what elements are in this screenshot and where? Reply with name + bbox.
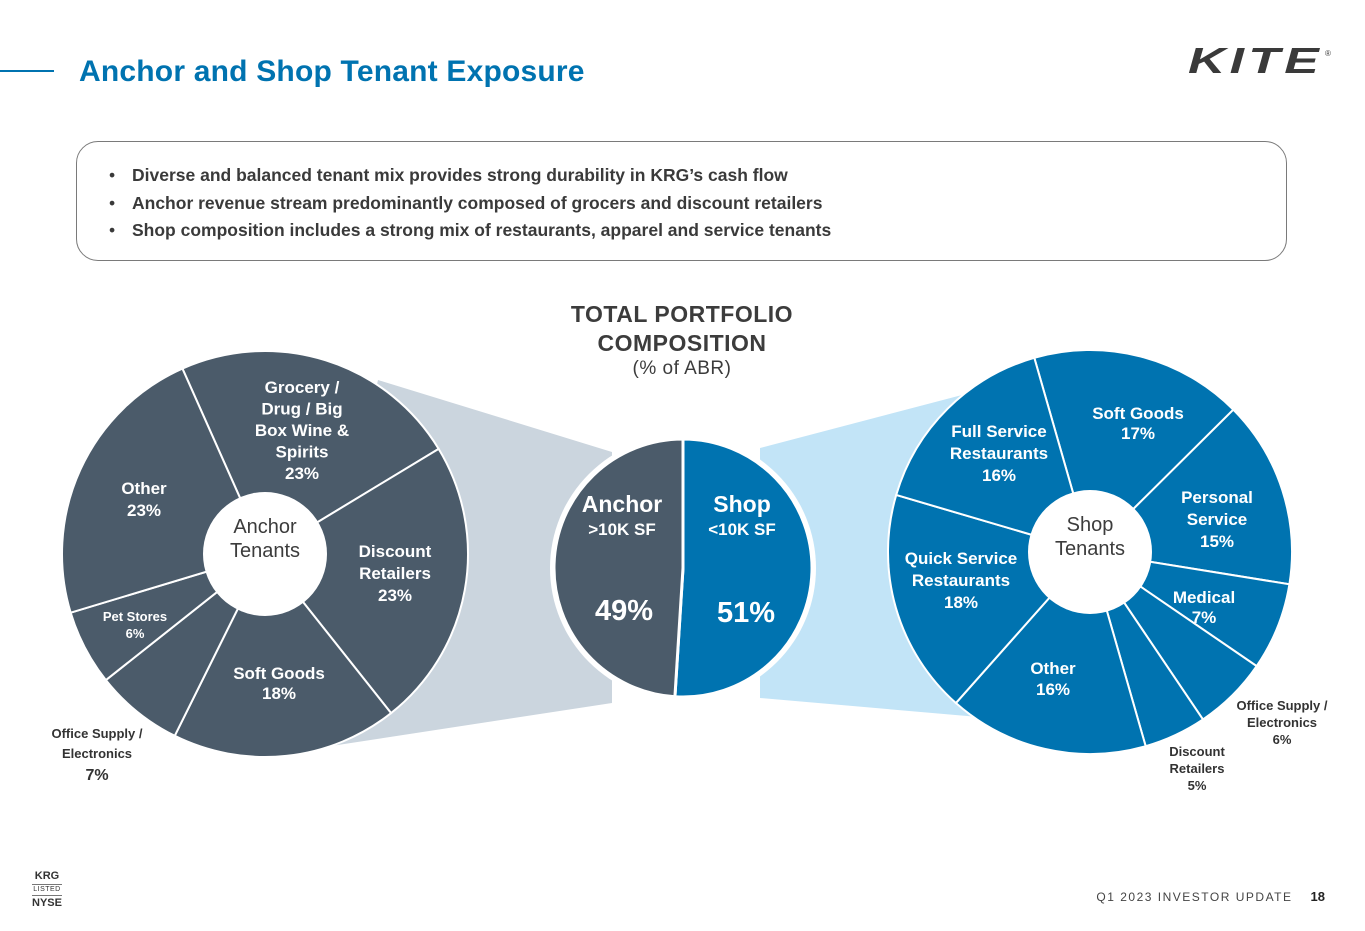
kite-logo: KITE ® bbox=[1188, 42, 1331, 78]
chart-title-line2: COMPOSITION bbox=[597, 330, 767, 356]
total-pie-slice-anchor bbox=[552, 437, 685, 699]
footer-doc: Q1 2023 INVESTOR UPDATE 18 bbox=[1096, 889, 1325, 904]
doc-name: Q1 2023 INVESTOR UPDATE bbox=[1096, 890, 1293, 904]
anchor-pie-slice-2 bbox=[173, 552, 393, 758]
total-shop-sublabel: <10K SF bbox=[708, 520, 776, 539]
total-anchor-value: 49% bbox=[595, 595, 653, 627]
chart-title: TOTAL PORTFOLIO COMPOSITION bbox=[532, 300, 832, 358]
anchor-pie-label-3: Office Supply /Electronics bbox=[51, 726, 142, 761]
logo-wordmark: KITE bbox=[1188, 42, 1323, 78]
shop-pie-center-hole bbox=[1028, 490, 1152, 614]
anchor-pie-value-3: 7% bbox=[85, 767, 108, 784]
key-point: Shop composition includes a strong mix o… bbox=[107, 217, 1286, 245]
total-anchor-sublabel: >10K SF bbox=[588, 520, 656, 539]
total-anchor-name: Anchor bbox=[582, 491, 663, 517]
listing-badge: KRG LISTED NYSE bbox=[31, 870, 63, 910]
key-point: Anchor revenue stream predominantly comp… bbox=[107, 190, 1286, 218]
key-point: Diverse and balanced tenant mix provides… bbox=[107, 162, 1286, 190]
title-accent-line bbox=[0, 70, 54, 72]
chart-title-line1: TOTAL PORTFOLIO bbox=[570, 301, 794, 327]
total-pie-slice-shop bbox=[673, 437, 814, 699]
ticker-symbol: KRG bbox=[34, 870, 60, 882]
chart-subtitle: (% of ABR) bbox=[632, 358, 732, 379]
key-points-box: Diverse and balanced tenant mix provides… bbox=[76, 141, 1287, 261]
total-shop-name: Shop bbox=[713, 491, 771, 517]
page-title: Anchor and Shop Tenant Exposure bbox=[79, 55, 585, 88]
listed-label: LISTED bbox=[32, 884, 62, 896]
exchange-label: NYSE bbox=[32, 897, 62, 909]
total-shop-value: 51% bbox=[717, 597, 775, 629]
anchor-pie-slice-1 bbox=[263, 447, 469, 715]
shop-pie-slice-7 bbox=[894, 356, 1092, 554]
key-points-list: Diverse and balanced tenant mix provides… bbox=[77, 142, 1286, 245]
page-number: 18 bbox=[1310, 889, 1325, 904]
logo-registered-mark: ® bbox=[1325, 49, 1331, 58]
anchor-pie-center-hole bbox=[203, 492, 327, 616]
